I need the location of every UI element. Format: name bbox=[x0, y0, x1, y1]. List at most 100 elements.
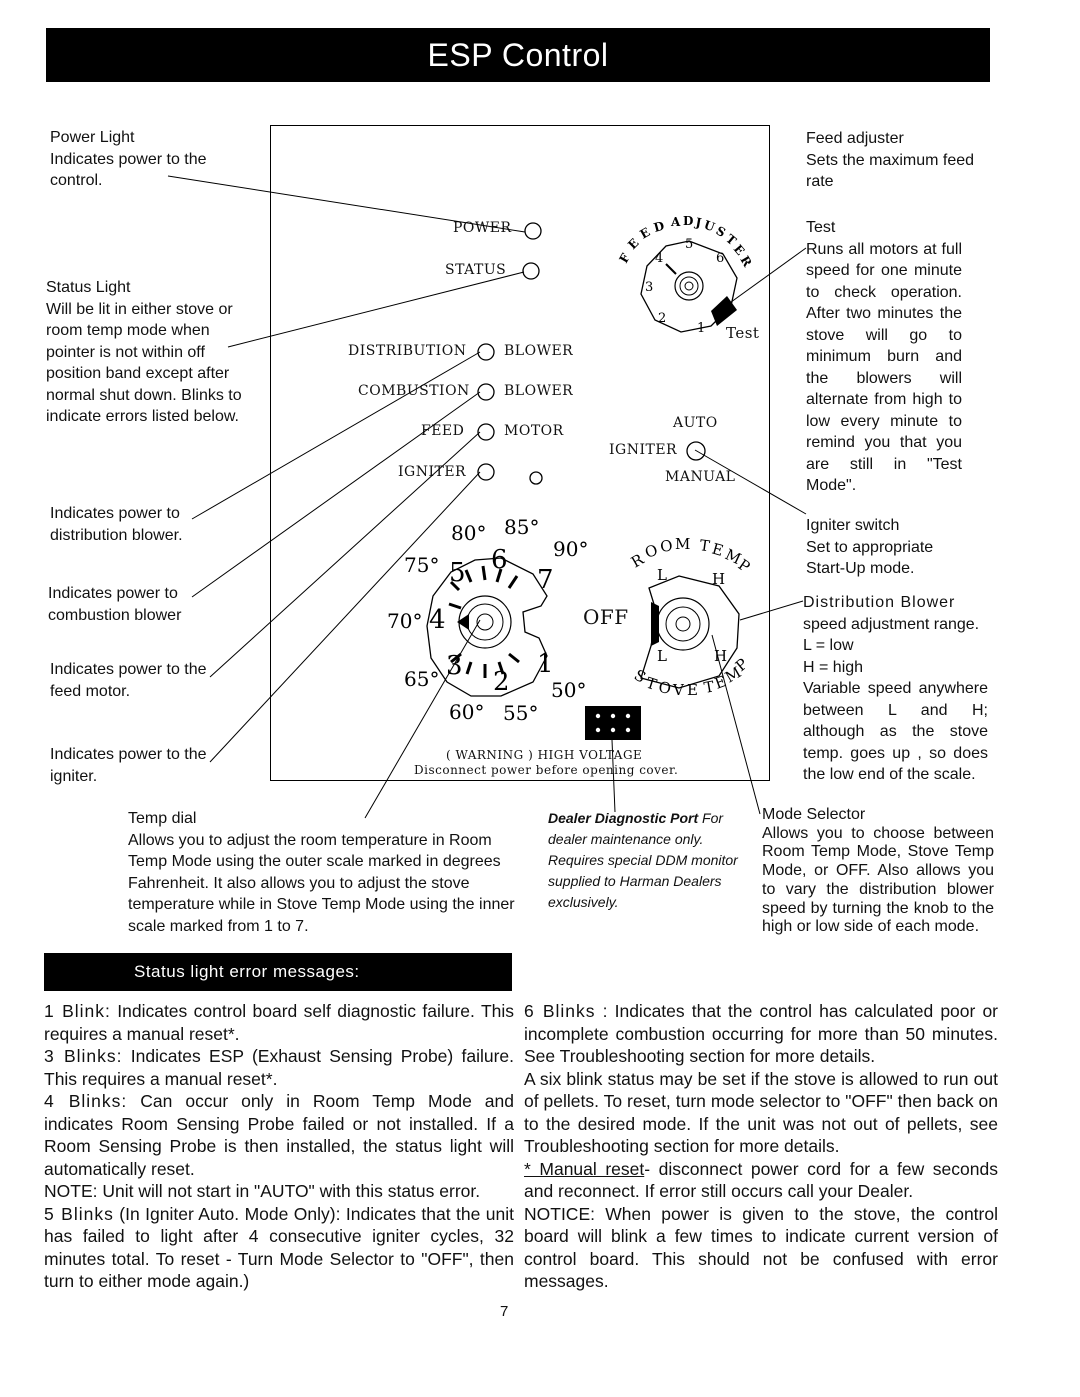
test-text: Test bbox=[726, 324, 760, 342]
status-light-label: Status Light Will be lit in either stove… bbox=[46, 277, 242, 428]
control-panel: POWER STATUS DISTRIBUTION COMBUSTION FEE… bbox=[270, 125, 770, 781]
distribution-blower-high: H = high bbox=[803, 658, 864, 676]
svg-text:4: 4 bbox=[429, 605, 446, 635]
svg-text:E: E bbox=[710, 540, 725, 560]
svg-text:1: 1 bbox=[537, 649, 554, 679]
error-heading-bar: Status light error messages: bbox=[44, 953, 512, 991]
svg-text:55°: 55° bbox=[503, 701, 538, 725]
test-heading: Test bbox=[806, 219, 836, 236]
svg-text:1: 1 bbox=[697, 321, 705, 336]
svg-text:70°: 70° bbox=[387, 609, 422, 633]
svg-text:D: D bbox=[652, 219, 666, 235]
svg-text:M: M bbox=[675, 535, 690, 553]
svg-text:V: V bbox=[672, 681, 685, 699]
combustion-light-icon bbox=[477, 383, 495, 401]
igniter-switch-label: Igniter switch Set to appropriate Start-… bbox=[806, 515, 976, 580]
feed-adjuster-heading: Feed adjuster bbox=[806, 130, 904, 147]
manual-text: MANUAL bbox=[665, 469, 736, 485]
svg-text:E: E bbox=[687, 681, 698, 699]
svg-text:M: M bbox=[722, 545, 744, 568]
temp-dial-label: Temp dial Allows you to adjust the room … bbox=[128, 808, 534, 937]
error-note: A six blink status may be set if the sto… bbox=[524, 1068, 998, 1157]
disconnect-text: Disconnect power before opening cover. bbox=[414, 763, 679, 777]
temp-dial-heading: Temp dial bbox=[128, 810, 197, 827]
svg-text:L: L bbox=[657, 647, 667, 665]
svg-text:H: H bbox=[712, 570, 725, 588]
error-note: NOTE: Unit will not start in "AUTO" with… bbox=[44, 1181, 481, 1201]
mode-selector-label: Mode Selector Allows you to choose betwe… bbox=[762, 806, 994, 937]
feed-adjuster-label: Feed adjuster Sets the maximum feed rate bbox=[806, 128, 976, 193]
error-heading: Status light error messages: bbox=[134, 962, 360, 981]
feed-light-icon bbox=[477, 423, 495, 441]
errors-right-column: 6 Blinks : Indicates that the control ha… bbox=[524, 1000, 998, 1293]
mode-selector-desc: Allows you to choose between Room Temp M… bbox=[762, 824, 994, 936]
power-light-icon bbox=[524, 222, 542, 240]
manual-reset-note: * Manual reset- disconnect power cord fo… bbox=[524, 1158, 998, 1202]
page-title-bar: ESP Control bbox=[46, 28, 990, 82]
svg-text:T: T bbox=[698, 536, 710, 555]
igniter-switch-text: IGNITER bbox=[609, 442, 678, 458]
svg-text:65°: 65° bbox=[404, 667, 439, 691]
power-light-label: Power Light Indicates power to the contr… bbox=[50, 127, 240, 192]
distribution-light-icon bbox=[477, 343, 495, 361]
svg-text:6: 6 bbox=[716, 251, 724, 266]
temp-dial[interactable]: 6 5 7 4 3 2 1 80° 85° 90° 75° 70° 65° 60… bbox=[387, 515, 588, 725]
svg-text:J: J bbox=[693, 215, 702, 230]
dealer-port-desc: For dealer maintenance only. Requires sp… bbox=[548, 810, 738, 910]
auto-text: AUTO bbox=[673, 415, 718, 431]
svg-text:T: T bbox=[703, 677, 716, 696]
error-item: 1 Blink: Indicates control board self di… bbox=[44, 1001, 515, 1044]
svg-text:L: L bbox=[657, 566, 667, 584]
distribution-blower-low: L = low bbox=[803, 637, 854, 654]
distribution-blower-heading: Distribution Blower bbox=[803, 594, 956, 611]
distribution-label: Indicates power to distribution blower. bbox=[50, 505, 183, 544]
dealer-port-label: Dealer Diagnostic Port For dealer mainte… bbox=[548, 808, 742, 913]
dealer-port-heading: Dealer Diagnostic Port bbox=[548, 810, 699, 826]
svg-text:85°: 85° bbox=[504, 515, 539, 539]
igniter-label: Indicates power to the igniter. bbox=[50, 746, 207, 785]
power-light-heading: Power Light bbox=[50, 129, 135, 146]
igniter-switch-icon[interactable] bbox=[686, 441, 706, 461]
error-item: 3 Blinks: Indicates ESP (Exhaust Sensing… bbox=[44, 1046, 514, 1089]
svg-text:4: 4 bbox=[655, 251, 663, 266]
page-number: 7 bbox=[500, 1303, 509, 1320]
page-title: ESP Control bbox=[427, 37, 609, 73]
svg-text:3: 3 bbox=[446, 651, 463, 681]
dealer-port-icon[interactable] bbox=[585, 706, 641, 740]
distribution-blower-range: speed adjustment range. bbox=[803, 615, 980, 633]
igniter-text: IGNITER bbox=[398, 464, 467, 480]
status-light-desc: Will be lit in either stove or room temp… bbox=[46, 300, 242, 426]
svg-text:5: 5 bbox=[449, 558, 466, 588]
status-light-heading: Status Light bbox=[46, 279, 131, 296]
svg-text:75°: 75° bbox=[404, 553, 439, 577]
svg-text:5: 5 bbox=[685, 237, 693, 252]
svg-text:6: 6 bbox=[491, 545, 508, 575]
power-light-desc: Indicates power to the control. bbox=[50, 150, 207, 190]
notice-note: NOTICE: When power is given to the stove… bbox=[524, 1203, 998, 1292]
svg-text:2: 2 bbox=[658, 311, 666, 326]
panel-graphics: F E E D A D J U S T E R 1 2 3 4 5 6 bbox=[387, 214, 755, 740]
status-text: STATUS bbox=[445, 262, 507, 278]
feed-text: FEED bbox=[421, 423, 465, 439]
off-text: OFF bbox=[583, 605, 629, 629]
igniter-switch-heading: Igniter switch bbox=[806, 517, 900, 534]
svg-text:80°: 80° bbox=[451, 521, 486, 545]
distribution-blower-tail: Variable speed anywhere between L and H;… bbox=[803, 680, 988, 783]
distribution-text: DISTRIBUTION bbox=[348, 343, 467, 359]
power-text: POWER bbox=[453, 220, 512, 236]
feed-adjuster-desc: Sets the maximum feed rate bbox=[806, 151, 975, 191]
temp-dial-desc: Allows you to adjust the room temperatur… bbox=[128, 831, 515, 935]
svg-text:A: A bbox=[670, 215, 681, 229]
svg-text:60°: 60° bbox=[449, 700, 484, 724]
svg-text:90°: 90° bbox=[553, 537, 588, 561]
svg-text:3: 3 bbox=[645, 280, 653, 295]
svg-text:O: O bbox=[657, 678, 672, 698]
svg-text:D: D bbox=[683, 214, 693, 228]
svg-text:O: O bbox=[643, 541, 660, 562]
svg-text:O: O bbox=[659, 536, 674, 556]
svg-text:H: H bbox=[714, 647, 727, 665]
igniter-light-icon bbox=[477, 463, 495, 481]
error-item: 4 Blinks: Can occur only in Room Temp Mo… bbox=[44, 1091, 514, 1179]
error-item: 5 Blinks (In Igniter Auto. Mode Only): I… bbox=[44, 1203, 514, 1292]
